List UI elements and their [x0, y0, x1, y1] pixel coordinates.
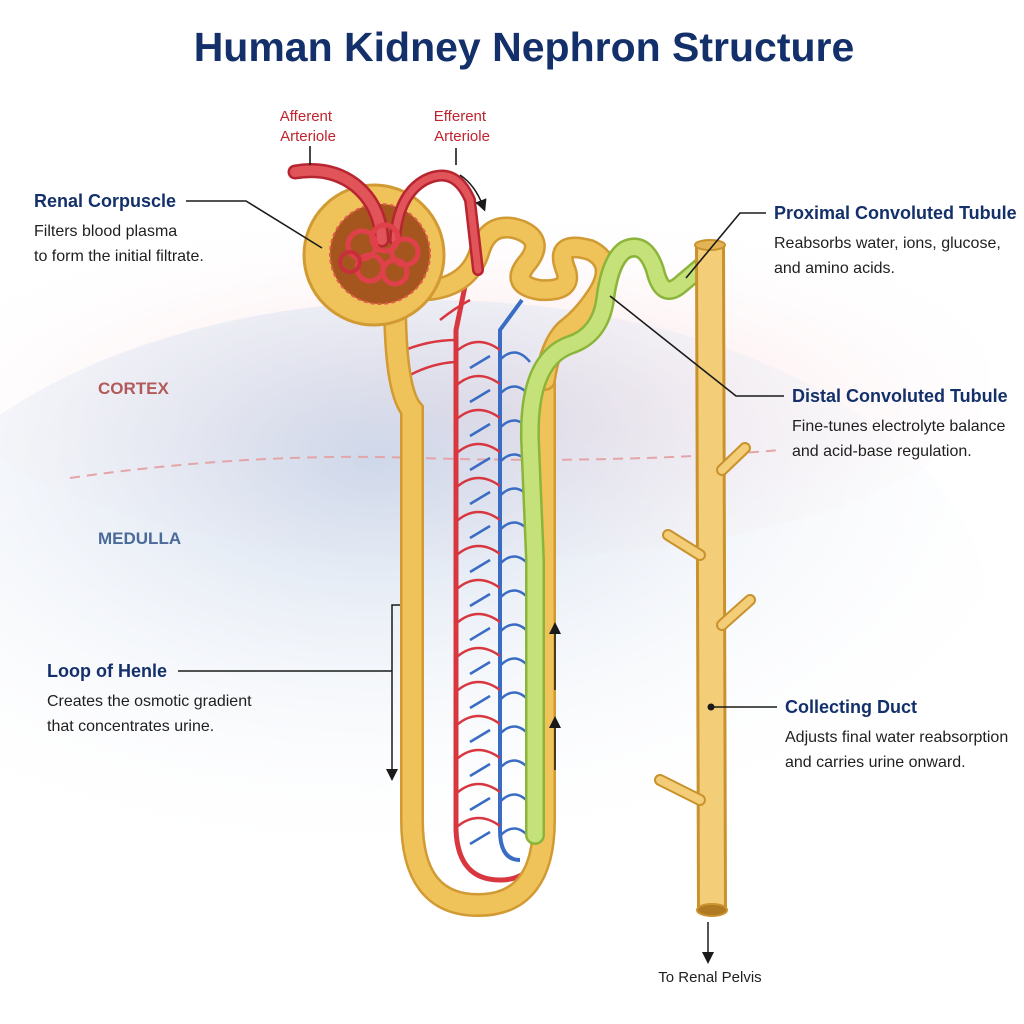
capillary-segment: [457, 680, 501, 692]
flow-arrows: [386, 174, 714, 964]
capillary-segment: [469, 694, 491, 710]
loop-of-henle-callout: Loop of Henle Creates the osmotic gradie…: [47, 661, 392, 735]
capillary-segment: [457, 442, 501, 454]
descending-flow-bracket-icon: [386, 604, 400, 781]
capillary-segment: [457, 816, 501, 828]
capillary-segment: [469, 524, 491, 540]
afferent-arteriole: [287, 163, 390, 248]
outflow-label: To Renal Pelvis: [658, 969, 761, 986]
distal-tubule-callout: Distal Convoluted Tubule Fine-tunes elec…: [609, 295, 1010, 460]
collecting-duct: [654, 239, 756, 917]
capillary-segment: [457, 340, 501, 352]
svg-text:Creates the osmotic gradient: Creates the osmotic gradient that concen…: [47, 693, 256, 735]
capillary-segment: [439, 298, 471, 321]
capillary-segment: [457, 578, 501, 590]
capillary-segment: [457, 612, 501, 624]
capillary-segment: [469, 592, 491, 608]
capillary-segment: [457, 510, 501, 522]
capillary-segment: [469, 388, 491, 404]
capillary-segment: [469, 354, 491, 370]
proximal-tubule-callout: Proximal Convoluted Tubule Reabsorbs wat…: [685, 203, 1017, 279]
capillary-segment: [469, 558, 491, 574]
capillary-segment: [499, 351, 531, 363]
capillary-segment: [457, 374, 501, 386]
renal-corpuscle-title: Renal Corpuscle: [34, 191, 176, 211]
collecting-duct-callout: Collecting Duct Adjusts final water reab…: [707, 697, 1013, 771]
capillary-segment: [469, 660, 491, 676]
glomerulus: [338, 222, 421, 287]
distal-tubule: [519, 237, 722, 845]
capillary-segment: [457, 476, 501, 488]
capillary-segment: [469, 422, 491, 438]
page-title: Human Kidney Nephron Structure: [194, 24, 855, 70]
capillary-segment: [457, 714, 501, 726]
renal-corpuscle-callout: Renal Corpuscle Filters blood plasma to …: [34, 191, 323, 265]
capillary-segment: [457, 748, 501, 760]
proximal-tubule-title: Proximal Convoluted Tubule: [774, 203, 1017, 223]
svg-text:Reabsorbs water, ions, glucose: Reabsorbs water, ions, glucose, and amin…: [774, 235, 1005, 277]
capillary-segment: [457, 646, 501, 658]
capillary-segment: [457, 782, 501, 794]
distal-tubule-title: Distal Convoluted Tubule: [792, 386, 1008, 406]
capillary-segment: [469, 830, 491, 846]
capillary-segment: [409, 360, 457, 377]
efferent-flow-arrow-icon: [459, 174, 487, 212]
afferent-arteriole-label: Afferent Arteriole: [280, 108, 336, 145]
loop-of-henle-title: Loop of Henle: [47, 661, 167, 681]
efferent-arteriole-label: Efferent Arteriole: [434, 108, 490, 145]
collecting-duct-title: Collecting Duct: [785, 697, 917, 717]
capillary-segment: [469, 762, 491, 778]
capillary-segment: [469, 456, 491, 472]
capillary-segment: [469, 490, 491, 506]
svg-text:Fine-tunes electrolyte balance: Fine-tunes electrolyte balance and acid-…: [792, 418, 1010, 460]
medulla-label: MEDULLA: [98, 529, 181, 548]
vein-branch: [498, 298, 524, 862]
capillary-segment: [469, 728, 491, 744]
capillary-segment: [457, 544, 501, 556]
capillary-segment: [469, 796, 491, 812]
capillary-segment: [469, 626, 491, 642]
efferent-arteriole: [389, 169, 484, 276]
svg-text:Adjusts final water reabsorpti: Adjusts final water reabsorption and car…: [785, 729, 1013, 771]
svg-text:Filters blood plasma to: Filters blood plasma to form the initial…: [34, 223, 204, 265]
capillary-segment: [457, 408, 501, 420]
cortex-label: CORTEX: [98, 379, 170, 398]
